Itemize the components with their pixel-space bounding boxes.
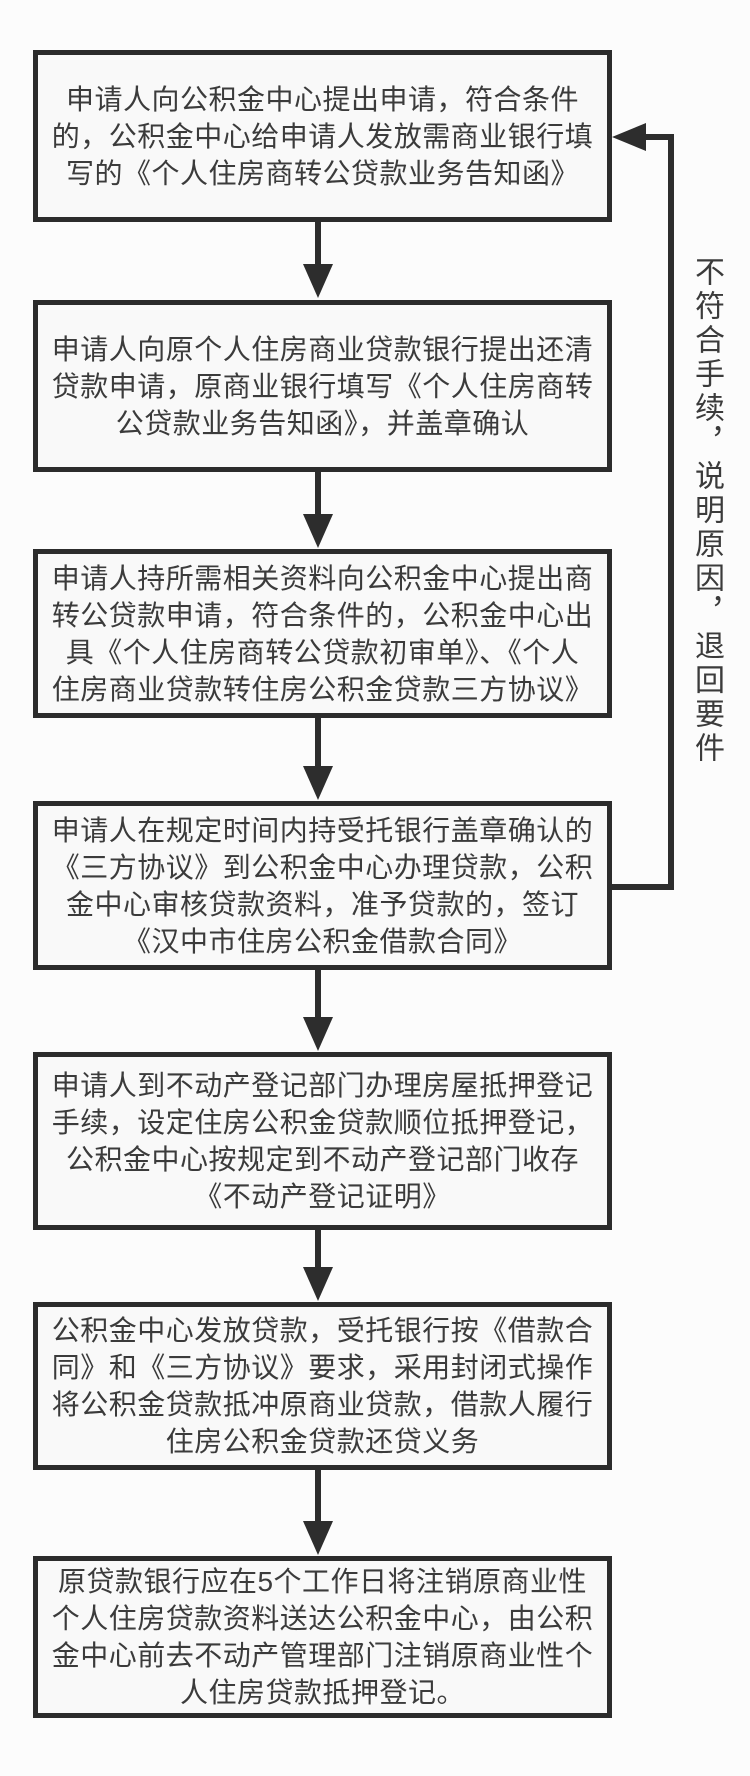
down-arrow-icon-5 xyxy=(303,1230,333,1301)
arrow-shaft xyxy=(315,222,321,264)
down-arrow-icon xyxy=(303,1267,333,1301)
flow-step-5-text: 申请人到不动产登记部门办理房屋抵押登记 手续，设定住房公积金贷款顺位抵押登记， … xyxy=(51,1070,594,1212)
flow-step-2: 申请人向原个人住房商业贷款银行提出还清 贷款申请，原商业银行填写《个人住房商转 … xyxy=(33,300,612,472)
flow-step-6: 公积金中心发放贷款，受托银行按《借款合 同》和《三方协议》要求，采用封闭式操作 … xyxy=(33,1302,612,1470)
reject-path-top-segment xyxy=(644,134,674,140)
arrow-shaft xyxy=(315,718,321,766)
down-arrow-icon xyxy=(303,514,333,548)
flow-step-6-text: 公积金中心发放贷款，受托银行按《借款合 同》和《三方协议》要求，采用封闭式操作 … xyxy=(51,1315,594,1457)
flow-step-4: 申请人在规定时间内持受托银行盖章确认的 《三方协议》到公积金中心办理贷款，公积 … xyxy=(33,801,612,970)
reject-path-bottom-segment xyxy=(612,884,674,890)
arrow-shaft xyxy=(315,472,321,514)
arrow-shaft xyxy=(315,970,321,1017)
arrow-shaft xyxy=(315,1230,321,1267)
down-arrow-icon-3 xyxy=(303,718,333,800)
flow-step-7: 原贷款银行应在5个工作日将注销原商业性 个人住房贷款资料送达公积金中心，由公积 … xyxy=(33,1556,612,1718)
down-arrow-icon-1 xyxy=(303,222,333,298)
down-arrow-icon xyxy=(303,1017,333,1051)
down-arrow-icon-2 xyxy=(303,472,333,548)
flow-step-3-text: 申请人持所需相关资料向公积金中心提出商 转公贷款申请，符合条件的，公积金中心出 … xyxy=(51,562,594,705)
left-arrow-icon xyxy=(612,123,646,151)
reject-path-label: 不符合手续，说明原因，退回要件 xyxy=(690,256,723,766)
reject-path-vertical-segment xyxy=(668,134,674,890)
flow-step-1-text: 申请人向公积金中心提出申请，符合条件 的，公积金中心给申请人发放需商业银行填 写… xyxy=(51,83,594,189)
flow-step-1: 申请人向公积金中心提出申请，符合条件 的，公积金中心给申请人发放需商业银行填 写… xyxy=(33,50,612,222)
down-arrow-icon-4 xyxy=(303,970,333,1051)
down-arrow-icon xyxy=(303,264,333,298)
flow-step-3: 申请人持所需相关资料向公积金中心提出商 转公贷款申请，符合条件的，公积金中心出 … xyxy=(33,549,612,718)
down-arrow-icon xyxy=(303,1521,333,1555)
down-arrow-icon-6 xyxy=(303,1470,333,1555)
flow-step-4-text: 申请人在规定时间内持受托银行盖章确认的 《三方协议》到公积金中心办理贷款，公积 … xyxy=(51,814,594,957)
flow-step-5: 申请人到不动产登记部门办理房屋抵押登记 手续，设定住房公积金贷款顺位抵押登记， … xyxy=(33,1052,612,1230)
arrow-shaft xyxy=(315,1470,321,1521)
flow-step-2-text: 申请人向原个人住房商业贷款银行提出还清 贷款申请，原商业银行填写《个人住房商转 … xyxy=(51,333,594,439)
down-arrow-icon xyxy=(303,766,333,800)
flow-step-7-text: 原贷款银行应在5个工作日将注销原商业性 个人住房贷款资料送达公积金中心，由公积 … xyxy=(51,1566,594,1708)
